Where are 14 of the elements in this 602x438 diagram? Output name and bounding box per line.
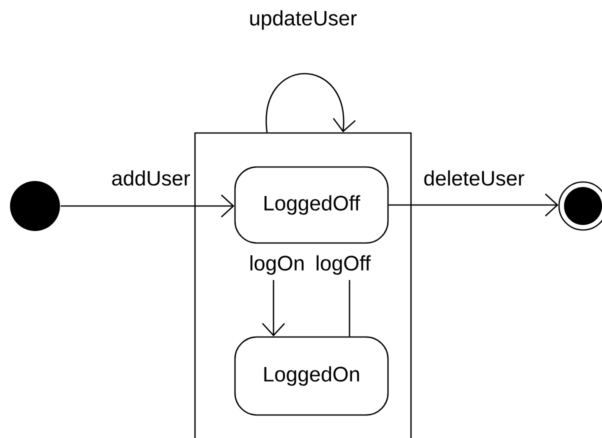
arrow xyxy=(262,280,285,336)
edge-label: logOff xyxy=(314,254,372,276)
edge-label: updateUser xyxy=(248,9,358,31)
state-box: LoggedOn xyxy=(234,336,389,416)
edge-label: addUser xyxy=(110,169,192,187)
final-state xyxy=(558,181,602,231)
arrow xyxy=(388,194,558,216)
initial-state xyxy=(10,181,60,231)
composite-state xyxy=(194,132,412,438)
edge-label: deleteUser xyxy=(422,169,526,187)
arrow xyxy=(60,194,234,218)
arrow xyxy=(266,73,356,132)
state-box: LoggedOff xyxy=(234,166,389,244)
edge-label: logOn xyxy=(248,254,306,276)
